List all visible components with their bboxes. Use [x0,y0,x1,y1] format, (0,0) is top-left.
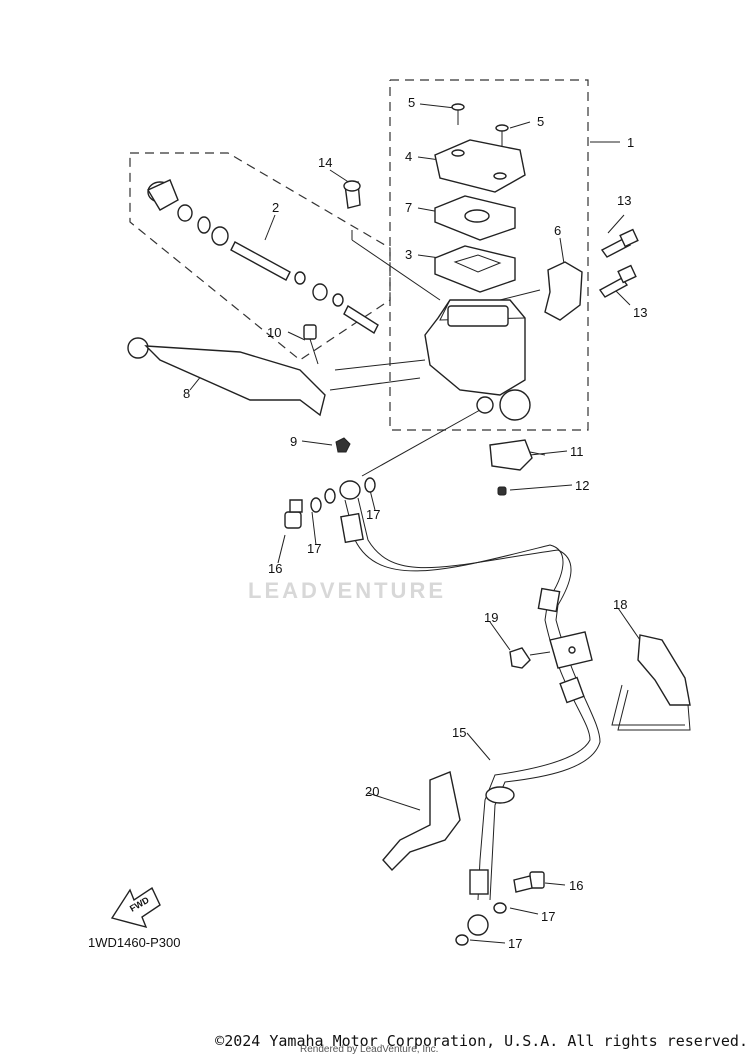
callout-12: 12 [575,478,589,493]
diagram-code: 1WD1460-P300 [88,935,181,950]
copyright-text: ©2024 Yamaha Motor Corporation, U.S.A. A… [0,1032,750,1050]
brake-switch-part [489,439,546,496]
callout-2: 2 [272,200,279,215]
callout-4: 4 [405,149,412,164]
callout-5b: 5 [537,114,544,129]
holder-part [544,261,583,321]
callouts: 1 2 3 4 5 5 6 7 8 9 10 11 12 13 13 14 15… [183,95,647,951]
diaphragm-holder-part [434,195,516,241]
copyright-label: ©2024 Yamaha Motor Corporation, U.S.A. A… [215,1032,748,1050]
copper-washers-lower [455,902,507,946]
assembly-box-piston-kit [129,152,391,361]
brake-lever-part [127,337,326,417]
diaphragm-part [434,245,516,293]
callout-13b: 13 [633,305,647,320]
callout-20: 20 [365,784,379,799]
hose-holder-part [529,631,593,669]
callout-6: 6 [554,223,561,238]
bolt-parts-13 [598,228,639,298]
callout-3: 3 [405,247,412,262]
copper-washers-upper [310,477,376,513]
callout-8: 8 [183,386,190,401]
union-bolt-part-lower [513,871,545,893]
callout-10: 10 [267,325,281,340]
callout-19: 19 [484,610,498,625]
screw-parts [451,103,509,146]
callout-13a: 13 [617,193,631,208]
watermark-text: LEADVENTURE [248,578,446,603]
lever-bolt-part [303,324,319,365]
callout-11: 11 [570,444,584,459]
callout-14: 14 [318,155,332,170]
brake-hose-part [339,480,601,936]
callout-18: 18 [613,597,627,612]
callout-17c: 17 [541,909,555,924]
reservoir-cap-part [434,139,526,193]
callout-17a: 17 [307,541,321,556]
assembly-box-master-cylinder [389,79,589,431]
nut-part [335,437,351,453]
callout-15: 15 [452,725,466,740]
callout-1: 1 [627,135,634,150]
callout-5a: 5 [408,95,415,110]
callout-17b: 17 [366,507,380,522]
union-bolt-part-upper [284,499,303,529]
grommet-part [509,647,531,669]
callout-17d: 17 [508,936,522,951]
fwd-arrow: FWD [110,886,161,929]
master-cylinder-body-part [424,299,531,421]
watermark: LEADVENTURE [248,578,446,603]
dust-boot-part [343,180,361,209]
callout-9: 9 [290,434,297,449]
callout-16a: 16 [268,561,282,576]
callout-16b: 16 [569,878,583,893]
hose-guide-part [382,771,461,872]
callout-7: 7 [405,200,412,215]
piston-kit-part [146,179,379,335]
bracket-part [611,634,691,731]
rendered-by-text: Rendered by LeadVenture, Inc. [300,1044,439,1055]
leader-lines [189,103,641,944]
